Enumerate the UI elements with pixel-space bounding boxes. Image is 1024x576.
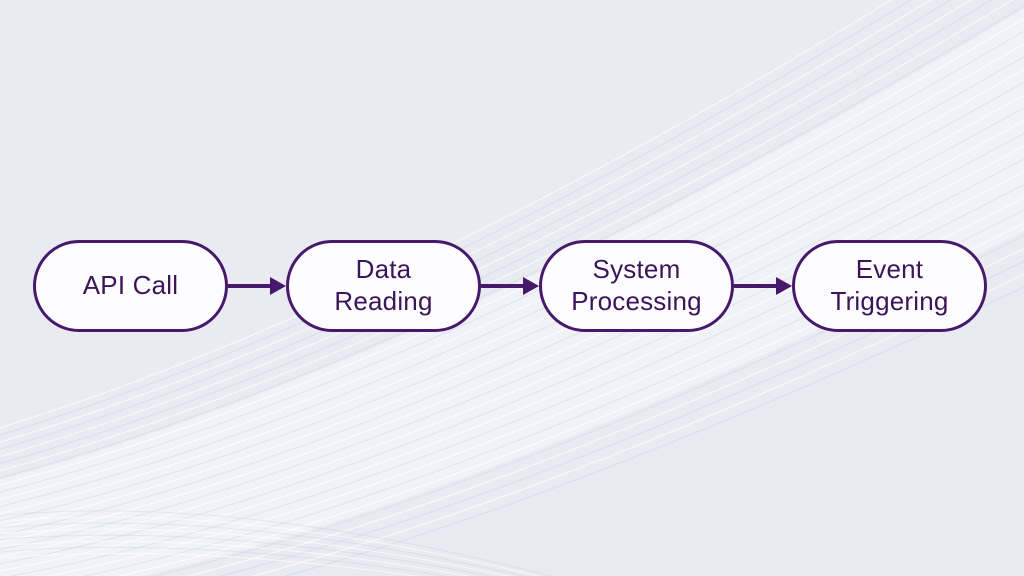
- flow-node-system-processing: System Processing: [539, 240, 734, 332]
- flowchart: API Call Data Reading System Processing …: [33, 240, 987, 332]
- flow-node-api-call: API Call: [33, 240, 228, 332]
- flow-arrow-1: [228, 277, 286, 295]
- flow-arrow-3: [734, 277, 792, 295]
- flow-node-data-reading: Data Reading: [286, 240, 481, 332]
- flow-arrow-2: [481, 277, 539, 295]
- flow-node-label: API Call: [82, 270, 179, 301]
- flow-node-label: System Processing: [571, 254, 702, 316]
- flow-node-label: Data Reading: [334, 254, 433, 316]
- flow-node-event-triggering: Event Triggering: [792, 240, 987, 332]
- flow-node-label: Event Triggering: [830, 254, 949, 316]
